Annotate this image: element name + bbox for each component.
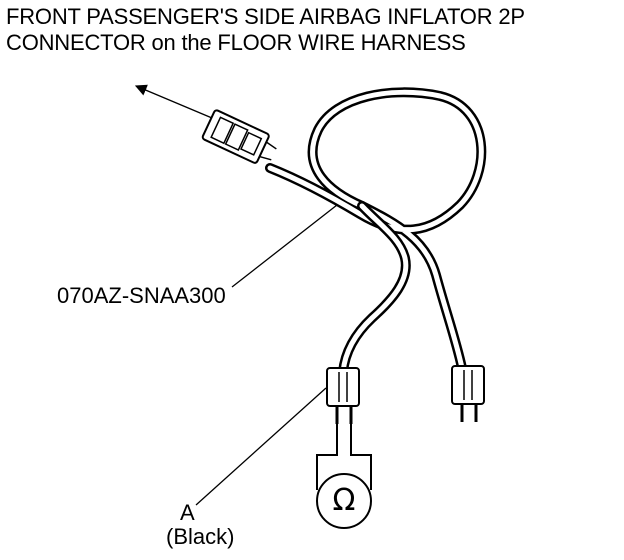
title-line-1: FRONT PASSENGER'S SIDE AIRBAG INFLATOR 2… bbox=[6, 4, 525, 29]
diagram-title: FRONT PASSENGER'S SIDE AIRBAG INFLATOR 2… bbox=[6, 4, 525, 56]
callout-a-color-note: (Black) bbox=[166, 524, 235, 549]
title-line-2: CONNECTOR on the FLOOR WIRE HARNESS bbox=[6, 30, 466, 55]
callout-a-leader bbox=[195, 387, 327, 506]
terminal-b-connector-icon bbox=[451, 365, 485, 422]
ohm-symbol: Ω bbox=[332, 483, 356, 518]
part-number-leader bbox=[231, 204, 338, 288]
ohmmeter-icon: Ω bbox=[316, 473, 372, 529]
ohmmeter-leads bbox=[316, 424, 372, 490]
direction-arrow-icon bbox=[134, 84, 213, 119]
callout-a-letter: A bbox=[180, 500, 195, 525]
terminal-a-connector-icon bbox=[326, 367, 360, 424]
jumper-harness-cable bbox=[265, 87, 487, 377]
harness-2p-connector-icon bbox=[201, 109, 277, 164]
callout-a-label: A (Black) bbox=[166, 500, 234, 549]
part-number-label: 070AZ-SNAA300 bbox=[57, 283, 226, 308]
